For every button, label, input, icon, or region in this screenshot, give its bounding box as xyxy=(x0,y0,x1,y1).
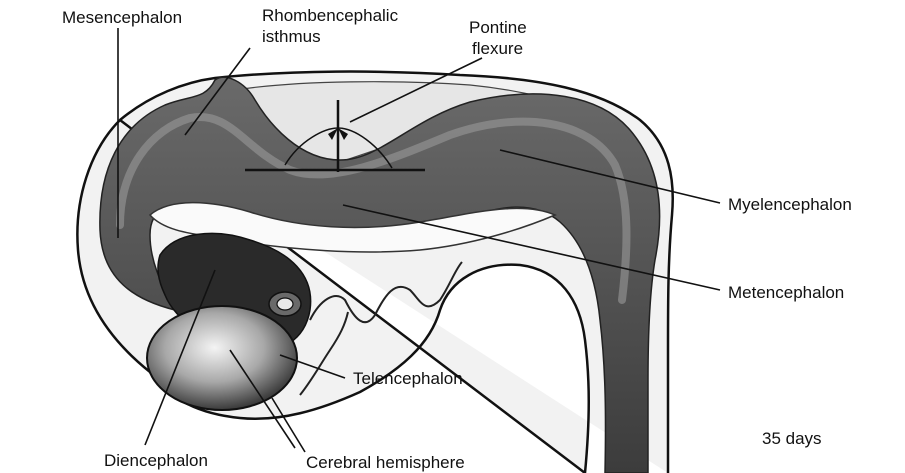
label-pontine-flexure-2: flexure xyxy=(472,39,523,58)
label-age: 35 days xyxy=(762,429,822,448)
cerebral-hemisphere-shape xyxy=(147,306,297,410)
label-diencephalon: Diencephalon xyxy=(104,451,208,470)
label-rhombencephalic-isthmus-1: Rhombencephalic xyxy=(262,6,399,25)
label-pontine-flexure-1: Pontine xyxy=(469,18,527,37)
label-mesencephalon: Mesencephalon xyxy=(62,8,182,27)
label-rhombencephalic-isthmus-2: isthmus xyxy=(262,27,321,46)
label-metencephalon: Metencephalon xyxy=(728,283,844,302)
label-myelencephalon: Myelencephalon xyxy=(728,195,852,214)
label-telencephalon: Telencephalon xyxy=(353,369,463,388)
optic-cup-icon xyxy=(269,292,301,316)
label-cerebral-hemisphere: Cerebral hemisphere xyxy=(306,453,465,472)
